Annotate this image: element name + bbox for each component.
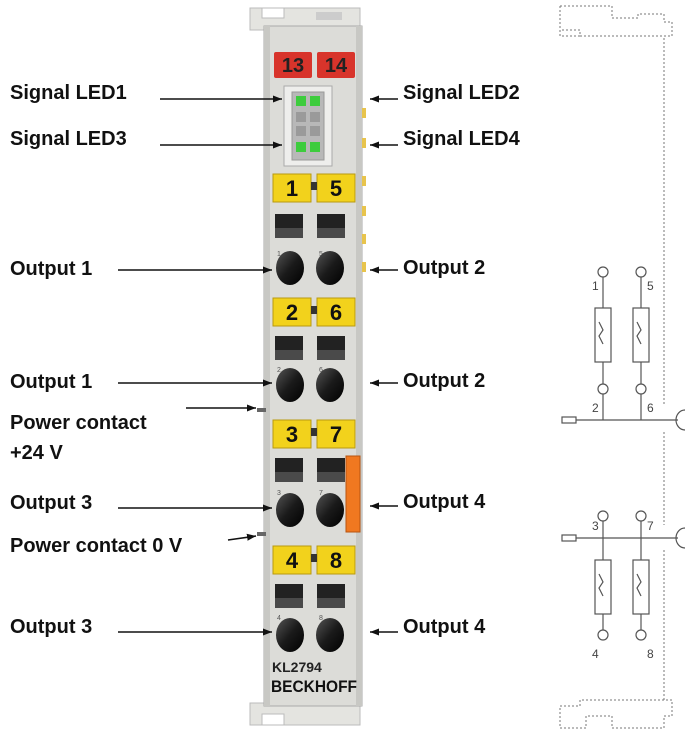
svg-text:1: 1 bbox=[286, 176, 298, 201]
label-output-4b: Output 4 bbox=[403, 616, 486, 638]
contact-output-3b bbox=[276, 618, 304, 652]
label-power-contact-24v-line1: Power contact bbox=[10, 412, 147, 434]
led-window bbox=[283, 85, 333, 167]
svg-text:4: 4 bbox=[286, 548, 299, 573]
label-power-contact-0v: Power contact 0 V bbox=[10, 535, 183, 557]
contact-output-4a bbox=[316, 493, 344, 527]
svg-text:4: 4 bbox=[277, 615, 281, 622]
label-signal-led4: Signal LED4 bbox=[403, 128, 521, 150]
orange-status-bar bbox=[345, 455, 361, 533]
contact-output-1b bbox=[276, 368, 304, 402]
signal-led-1 bbox=[296, 96, 306, 106]
label-signal-led1: Signal LED1 bbox=[10, 82, 127, 104]
yellow-label-pair-2: 2 6 bbox=[272, 297, 356, 327]
signal-led-4 bbox=[310, 142, 320, 152]
yellow-label-pair-3: 3 7 bbox=[272, 419, 356, 449]
schematic-pin-numbers-upper: 1 5 2 6 bbox=[592, 279, 654, 415]
signal-led-3 bbox=[296, 142, 306, 152]
terminal-block-2: 2 6 bbox=[275, 336, 345, 402]
svg-text:7: 7 bbox=[647, 519, 654, 533]
svg-text:8: 8 bbox=[330, 548, 342, 573]
bottom-rail-clip bbox=[249, 702, 361, 726]
housing-right-edge bbox=[356, 26, 362, 706]
yellow-label-pair-1: 1 5 bbox=[272, 173, 356, 203]
power-contact-0v-notch bbox=[257, 532, 266, 536]
svg-text:5: 5 bbox=[330, 176, 342, 201]
terminal-block-3: 3 7 bbox=[275, 455, 361, 533]
power-contact-24v-notch bbox=[257, 408, 266, 412]
schematic-pin-numbers-lower: 3 7 4 8 bbox=[592, 519, 654, 661]
schematic-circuit-upper bbox=[561, 266, 685, 431]
red-label-13: 13 bbox=[282, 55, 304, 77]
label-signal-led2: Signal LED2 bbox=[403, 82, 520, 104]
yellow-label-pair-4: 4 8 bbox=[272, 545, 356, 575]
svg-text:7: 7 bbox=[319, 490, 323, 497]
schematic-outline bbox=[559, 5, 673, 729]
label-output-2b: Output 2 bbox=[403, 370, 485, 392]
label-output-2a: Output 2 bbox=[403, 257, 485, 279]
terminal-block-4: 4 8 bbox=[275, 584, 345, 652]
label-signal-led3: Signal LED3 bbox=[10, 128, 127, 150]
label-output-4a: Output 4 bbox=[403, 491, 486, 513]
svg-text:2: 2 bbox=[592, 401, 599, 415]
side-pins bbox=[362, 108, 366, 272]
svg-text:1: 1 bbox=[277, 251, 281, 258]
svg-text:6: 6 bbox=[647, 401, 654, 415]
label-output-3a: Output 3 bbox=[10, 492, 92, 514]
svg-text:6: 6 bbox=[330, 300, 342, 325]
housing-left-edge bbox=[264, 26, 270, 706]
label-output-1a: Output 1 bbox=[10, 258, 92, 280]
svg-text:3: 3 bbox=[286, 422, 298, 447]
label-output-3b: Output 3 bbox=[10, 616, 92, 638]
signal-led-2 bbox=[310, 96, 320, 106]
top-rail-clip bbox=[249, 7, 361, 31]
red-number-labels: 13 14 bbox=[274, 52, 355, 78]
contact-output-3a bbox=[276, 493, 304, 527]
svg-text:3: 3 bbox=[592, 519, 599, 533]
svg-text:4: 4 bbox=[592, 647, 599, 661]
label-output-1b: Output 1 bbox=[10, 371, 92, 393]
terminal-block-1: 1 5 bbox=[275, 214, 345, 285]
svg-text:5: 5 bbox=[319, 251, 323, 258]
red-label-14: 14 bbox=[325, 55, 348, 77]
brand-logo-text: BECKHOFF bbox=[271, 677, 357, 696]
svg-text:5: 5 bbox=[647, 279, 654, 293]
svg-text:3: 3 bbox=[277, 490, 281, 497]
right-callouts: Signal LED2 Signal LED4 Output 2 Output … bbox=[370, 82, 521, 638]
schematic-circuit-lower bbox=[561, 510, 685, 641]
contact-output-4b bbox=[316, 618, 344, 652]
svg-text:2: 2 bbox=[286, 300, 298, 325]
model-number: KL2794 bbox=[272, 659, 322, 675]
contact-output-2a bbox=[316, 251, 344, 285]
svg-text:2: 2 bbox=[277, 367, 281, 374]
label-power-contact-24v-line2: +24 V bbox=[10, 442, 63, 464]
svg-text:6: 6 bbox=[319, 367, 323, 374]
svg-text:8: 8 bbox=[647, 647, 654, 661]
svg-text:1: 1 bbox=[592, 279, 599, 293]
left-callouts: Signal LED1 Signal LED3 Output 1 Output … bbox=[10, 82, 282, 638]
contact-output-2b bbox=[316, 368, 344, 402]
svg-text:8: 8 bbox=[319, 615, 323, 622]
svg-text:7: 7 bbox=[330, 422, 342, 447]
contact-output-1a bbox=[276, 251, 304, 285]
